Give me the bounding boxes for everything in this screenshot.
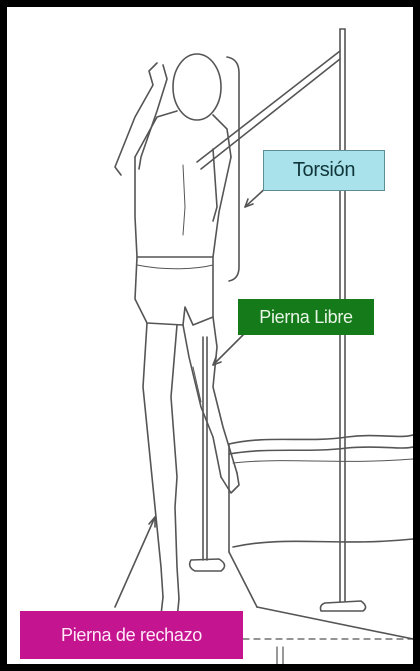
ground-marks (277, 647, 283, 664)
pierna-libre-label: Pierna Libre (238, 299, 374, 335)
near-standard (190, 337, 225, 571)
high-jump-illustration (7, 7, 413, 664)
torsion-label: Torsión (263, 150, 385, 191)
athlete-figure (115, 54, 239, 619)
pierna-rechazo-label: Pierna de rechazo (20, 611, 243, 659)
pointer-arrows (115, 185, 269, 607)
